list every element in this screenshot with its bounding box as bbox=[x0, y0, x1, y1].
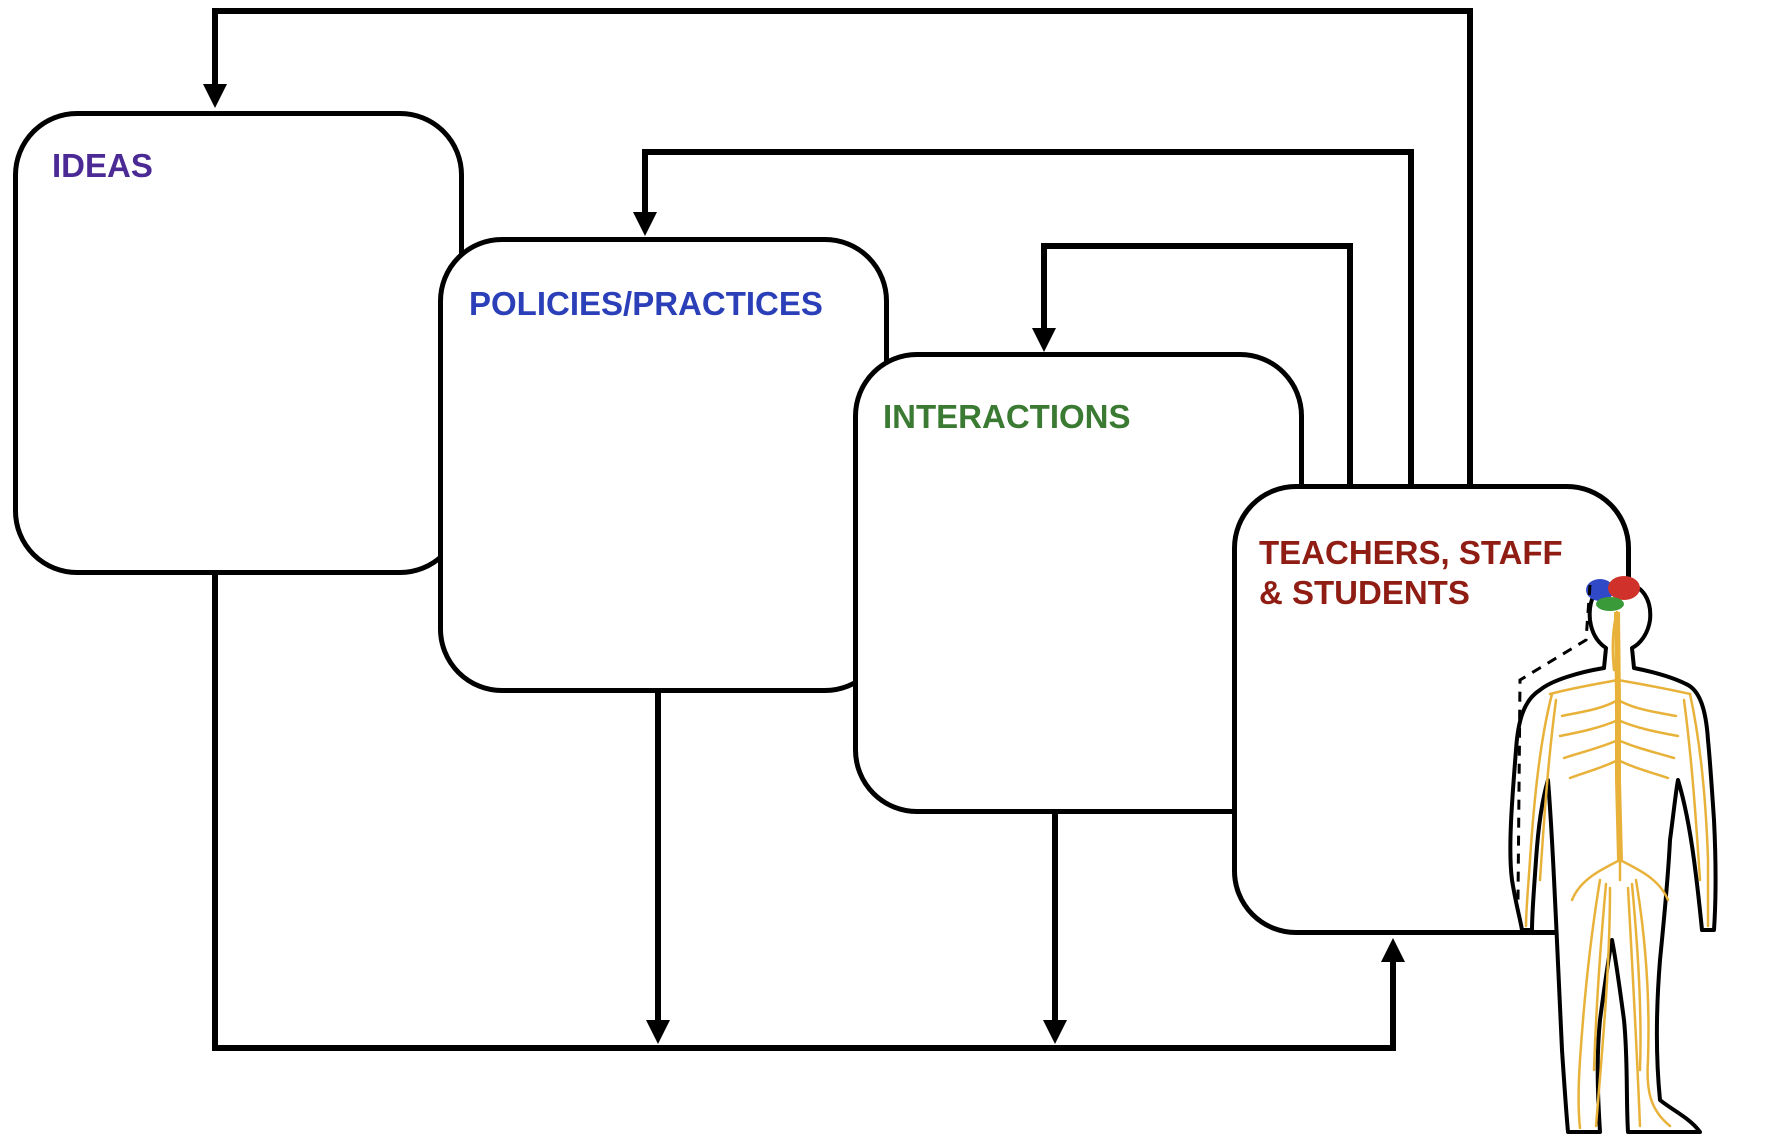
figure-dashed-outline bbox=[1516, 584, 1592, 901]
policies-practices-label: POLICIES/PRACTICES bbox=[469, 285, 823, 322]
spinal-cord bbox=[1614, 611, 1623, 861]
ideas-box: IDEAS bbox=[13, 111, 464, 575]
arrowhead-to-teachers bbox=[1381, 938, 1405, 962]
body-silhouette bbox=[1508, 583, 1718, 1134]
brain bbox=[1586, 576, 1640, 611]
feedback-line-to-policies bbox=[642, 149, 1414, 484]
bus-line-from-ideas bbox=[212, 575, 1396, 1051]
teachers-staff-students-label: TEACHERS, STAFF & STUDENTS bbox=[1259, 534, 1563, 611]
nerve-branches bbox=[1524, 610, 1710, 1130]
arrowhead-interactions-to-bus bbox=[1043, 1020, 1067, 1044]
feedback-line-to-interactions bbox=[1041, 243, 1353, 484]
arrowhead-policies-to-bus bbox=[646, 1020, 670, 1044]
ideas-label: IDEAS bbox=[52, 147, 153, 184]
arrowhead-to-policies bbox=[633, 212, 657, 236]
interactions-label: INTERACTIONS bbox=[883, 398, 1131, 435]
feedback-line-to-ideas bbox=[212, 8, 1473, 484]
arrowhead-to-ideas bbox=[203, 84, 227, 108]
arrowhead-to-interactions bbox=[1032, 328, 1056, 352]
